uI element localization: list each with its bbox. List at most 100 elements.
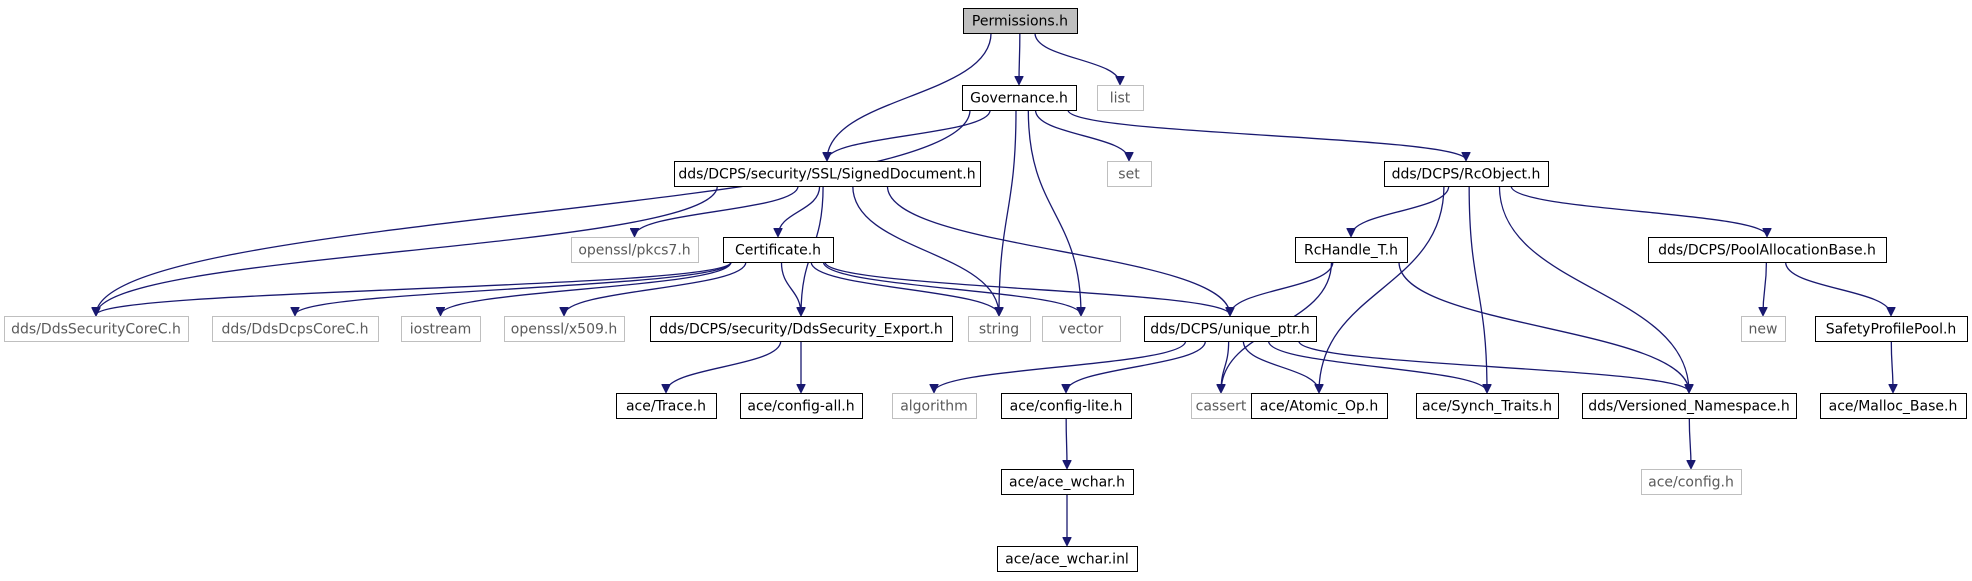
node-label: ace/Atomic_Op.h (1260, 399, 1378, 415)
edge-safetypool-to-mallocbase (1891, 340, 1893, 392)
edge-signeddoc-to-pkcs7 (635, 185, 799, 236)
node-box (1144, 316, 1317, 342)
node-acewchar[interactable]: ace/ace_wchar.h (1001, 469, 1134, 495)
node-rchandle[interactable]: RcHandle_T.h (1295, 237, 1408, 263)
node-label: ace/config-lite.h (1010, 399, 1123, 415)
edge-certificate-to-ddsdcpscore (295, 261, 732, 315)
edge-permissions-to-governance (1019, 32, 1020, 84)
node-label: Certificate.h (735, 243, 821, 259)
edge-signeddoc-to-ddssecuritycore (96, 185, 718, 315)
edge-uniqueptr-to-algorithm (934, 340, 1187, 392)
node-configlite[interactable]: ace/config-lite.h (1001, 393, 1132, 419)
edge-poolalloc-to-safetypool (1784, 261, 1891, 315)
node-governance[interactable]: Governance.h (962, 85, 1077, 111)
node-secexport[interactable]: dds/DCPS/security/DdsSecurity_Export.h (650, 316, 953, 342)
edge-rcobject-to-versioned (1498, 185, 1689, 392)
edge-certificate-to-secexport (780, 261, 801, 315)
node-iostream: iostream (401, 316, 481, 342)
node-safetypool[interactable]: SafetyProfilePool.h (1815, 316, 1968, 342)
edge-permissions-to-signeddoc (827, 32, 992, 160)
edge-uniqueptr-to-cassert (1221, 340, 1230, 392)
node-label: dds/DdsDcpsCoreC.h (222, 322, 369, 338)
node-box (1251, 393, 1388, 419)
node-label: dds/DdsSecurityCoreC.h (11, 322, 181, 338)
node-box (1001, 469, 1134, 495)
node-box (892, 393, 977, 419)
node-label: set (1118, 167, 1140, 183)
node-synchtraits[interactable]: ace/Synch_Traits.h (1416, 393, 1559, 419)
node-label: ace/Malloc_Base.h (1829, 399, 1958, 415)
edge-rcobject-to-rchandle (1351, 185, 1450, 236)
node-label: dds/Versioned_Namespace.h (1588, 399, 1789, 415)
edge-uniqueptr-to-versioned (1298, 340, 1689, 392)
node-set: set (1107, 161, 1152, 187)
edge-rcobject-to-atomicop (1319, 185, 1445, 392)
node-pkcs7: openssl/pkcs7.h (571, 237, 699, 263)
node-permissions[interactable]: Permissions.h (963, 8, 1078, 34)
node-box (504, 316, 625, 342)
node-mallocbase[interactable]: ace/Malloc_Base.h (1820, 393, 1967, 419)
edge-configlite-to-acewchar (1066, 417, 1067, 468)
node-label: Permissions.h (972, 14, 1068, 30)
node-trace[interactable]: ace/Trace.h (616, 393, 717, 419)
node-box (1295, 237, 1408, 263)
edge-governance-to-signeddoc (827, 109, 991, 160)
node-certificate[interactable]: Certificate.h (723, 237, 834, 263)
node-signeddoc[interactable]: dds/DCPS/security/SSL/SignedDocument.h (674, 161, 981, 187)
node-uniqueptr[interactable]: dds/DCPS/unique_ptr.h (1144, 316, 1317, 342)
node-box (650, 316, 953, 342)
node-box (997, 546, 1138, 572)
edge-governance-to-vector (1027, 109, 1081, 315)
edge-uniqueptr-to-atomicop (1242, 340, 1319, 392)
edge-rchandle-to-versioned (1398, 261, 1689, 392)
node-string: string (968, 316, 1031, 342)
edge-certificate-to-ddssecuritycore (96, 261, 732, 315)
node-label: SafetyProfilePool.h (1826, 322, 1957, 338)
node-versioned[interactable]: dds/Versioned_Namespace.h (1582, 393, 1797, 419)
node-configall[interactable]: ace/config-all.h (740, 393, 863, 419)
edge-certificate-to-uniqueptr (824, 261, 1230, 315)
node-rcobject[interactable]: dds/DCPS/RcObject.h (1384, 161, 1549, 187)
node-box (401, 316, 481, 342)
node-box (616, 393, 717, 419)
edge-certificate-to-x509 (564, 261, 747, 315)
node-label: ace/ace_wchar.h (1009, 475, 1125, 491)
node-box (4, 316, 189, 342)
node-atomicop[interactable]: ace/Atomic_Op.h (1251, 393, 1388, 419)
node-box (674, 161, 981, 187)
node-label: ace/Trace.h (626, 399, 706, 415)
edge-governance-to-string (999, 109, 1017, 315)
node-box (1648, 237, 1887, 263)
node-label: ace/config-all.h (747, 399, 854, 415)
node-label: dds/DCPS/RcObject.h (1392, 167, 1541, 183)
node-box (723, 237, 834, 263)
node-box (571, 237, 699, 263)
edge-rcobject-to-synchtraits (1468, 185, 1487, 392)
edge-uniqueptr-to-configlite (1066, 340, 1207, 392)
edge-signeddoc-to-string (852, 185, 999, 315)
node-box (1741, 316, 1786, 342)
node-poolalloc[interactable]: dds/DCPS/PoolAllocationBase.h (1648, 237, 1887, 263)
edge-rchandle-to-uniqueptr (1230, 261, 1334, 315)
node-acewcharinl[interactable]: ace/ace_wchar.inl (997, 546, 1138, 572)
node-aceconfig: ace/config.h (1641, 469, 1742, 495)
node-list: list (1097, 85, 1144, 111)
node-label: dds/DCPS/security/DdsSecurity_Export.h (659, 322, 943, 338)
node-label: dds/DCPS/security/SSL/SignedDocument.h (678, 167, 975, 183)
node-label: cassert (1196, 399, 1247, 415)
node-box (1097, 85, 1144, 111)
edge-governance-to-set (1034, 109, 1130, 160)
node-box (1815, 316, 1968, 342)
node-box (1107, 161, 1152, 187)
node-label: openssl/x509.h (511, 322, 617, 338)
node-ddssecuritycore: dds/DdsSecurityCoreC.h (4, 316, 189, 342)
edge-certificate-to-iostream (441, 261, 732, 315)
node-box (1641, 469, 1742, 495)
node-box (1042, 316, 1121, 342)
node-box (963, 8, 1078, 34)
edge-secexport-to-trace (666, 340, 782, 392)
edge-rcobject-to-poolalloc (1510, 185, 1767, 236)
node-label: new (1749, 322, 1778, 338)
